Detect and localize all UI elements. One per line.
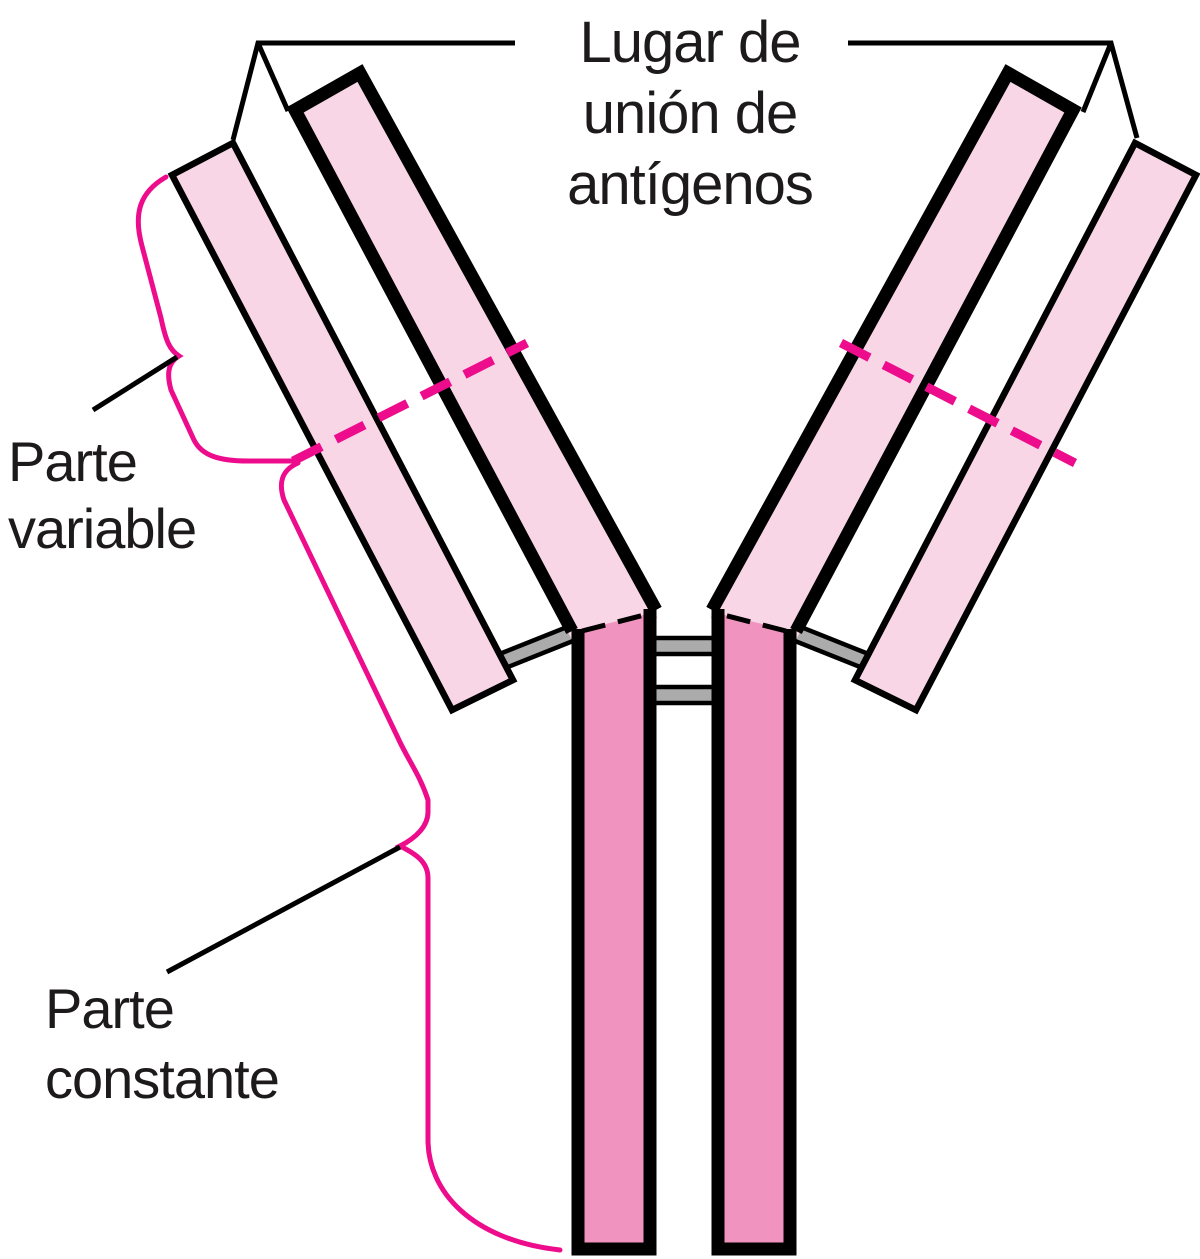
light-chain-right: [850, 138, 1200, 715]
variable-part-label-line-1: Parte: [8, 430, 137, 493]
heavy-chain-right-arm-outline: [706, 64, 1082, 635]
pointer-lines: [91, 40, 1140, 975]
labels: Lugar de unión de antígenos Parte variab…: [8, 10, 814, 1110]
heavy-chain-left-stem: [572, 612, 656, 1255]
light-chains: [167, 138, 1200, 715]
braces: [135, 174, 563, 1253]
heavy-chain-left-arm-outline: [286, 64, 662, 635]
title-leader-right-branch: [1080, 42, 1114, 113]
title-line-3: antígenos: [567, 152, 813, 217]
constant-part-label-line-2: constante: [45, 1047, 279, 1110]
variable-part-label-line-2: variable: [8, 497, 196, 560]
light-chain-left: [167, 138, 518, 715]
heavy-chain-right-region-boundary: [715, 610, 787, 634]
heavy-chain-left-arm: [295, 73, 658, 640]
title-line-1: Lugar de: [580, 10, 801, 75]
variable-part-brace: [135, 174, 296, 464]
title-line-2: unión de: [583, 81, 798, 146]
hinge-bond-top: [642, 635, 726, 657]
constant-part-label-line-1: Parte: [45, 977, 174, 1040]
heavy-chain-left-region-boundary: [581, 610, 653, 634]
bonds: [494, 622, 874, 706]
heavy-chain-right-arm: [710, 73, 1073, 640]
region-divider-lines: [290, 338, 1078, 468]
title-leader-left-branch: [255, 41, 291, 113]
heavy-chain-left-stem-outline: [571, 609, 657, 1256]
variable-constant-divider-right: [838, 338, 1078, 468]
heavy-chains: [286, 64, 1082, 1256]
constant-part-brace: [278, 460, 563, 1253]
heavy-chain-right-stem-outline: [711, 609, 797, 1256]
constant-part-pointer: [165, 844, 402, 975]
variable-constant-divider-left: [290, 338, 530, 466]
variable-part-pointer: [91, 354, 179, 413]
hinge-bond-bottom: [642, 684, 726, 706]
heavy-chain-right-stem: [712, 612, 796, 1255]
